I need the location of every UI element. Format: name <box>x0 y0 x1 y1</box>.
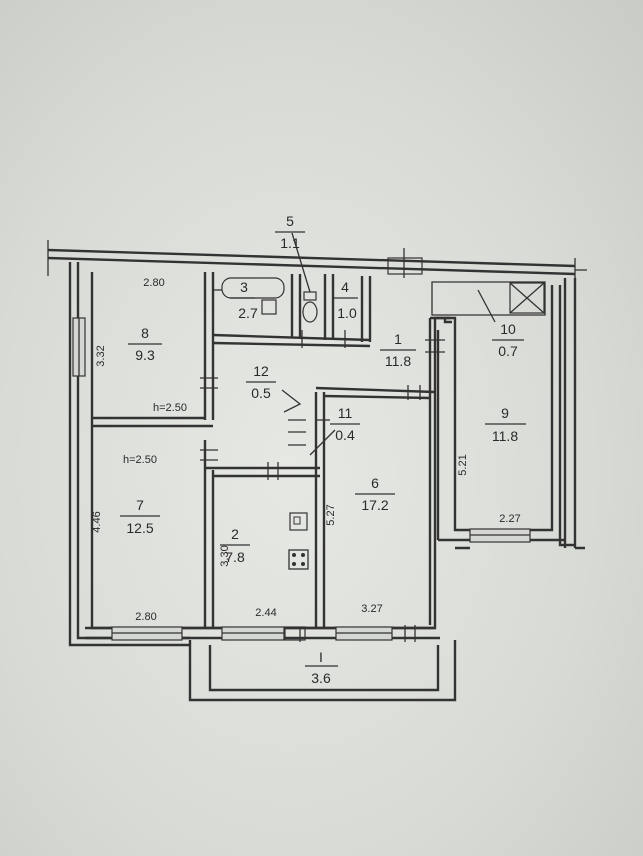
top-wall <box>47 248 576 276</box>
wall-6-top <box>315 386 436 400</box>
room-6-number: 6 <box>371 475 379 491</box>
room-4-number: 4 <box>341 279 349 295</box>
wall-2-top <box>205 466 320 478</box>
balcony-number: I <box>319 649 323 665</box>
dim-height-1: h=2.50 <box>153 402 187 414</box>
room-2-number: 2 <box>231 526 239 542</box>
room-4-area: 1.0 <box>337 305 357 321</box>
bathtub <box>221 277 285 299</box>
wall-3-4 <box>290 274 335 340</box>
room-9-area: 11.8 <box>492 428 518 444</box>
right-outer-wall <box>563 278 585 550</box>
stove <box>288 549 309 570</box>
room-7-number: 7 <box>136 497 144 513</box>
door-marks <box>200 289 445 642</box>
dim-room9-side: 5.21 <box>457 454 469 475</box>
room-11-number: 11 <box>338 405 353 421</box>
room9-west <box>428 318 440 625</box>
dim-top-left: 2.80 <box>143 277 164 289</box>
wall-2-6 <box>314 392 326 628</box>
wall-4-east <box>360 276 372 342</box>
room-10-area: 0.7 <box>498 343 518 359</box>
sink-bowl <box>293 516 301 525</box>
washbasin <box>261 299 277 315</box>
shaft-cross <box>509 282 545 314</box>
dim-room7-side: 4.46 <box>91 511 103 532</box>
dim-bottom-mid: 2.44 <box>255 607 276 619</box>
room-6-area: 17.2 <box>361 497 388 513</box>
dim-height-2: h=2.50 <box>123 454 157 466</box>
room-8-number: 8 <box>141 325 149 341</box>
room-9-number: 9 <box>501 405 509 421</box>
toilet-bowl <box>302 301 318 323</box>
pantry-shaft <box>509 282 545 314</box>
kitchen-sink <box>289 512 308 531</box>
room-3-number: 3 <box>240 279 248 295</box>
dim-room8-side: 3.32 <box>95 345 107 366</box>
room-5-number: 5 <box>286 213 294 229</box>
wall-8-7 <box>92 416 213 428</box>
pantry-10 <box>431 281 546 316</box>
room-12-number: 12 <box>253 363 269 379</box>
toilet-tank <box>303 291 317 301</box>
room9-outline <box>430 285 575 547</box>
balcony-outline <box>188 640 457 702</box>
dim-room9-bottom: 2.27 <box>499 513 520 525</box>
room-1-area: 11.8 <box>385 353 411 369</box>
dim-room6-side: 5.27 <box>325 504 337 525</box>
entrance-door <box>387 257 423 275</box>
room-2-area: 7.8 <box>225 549 245 565</box>
dim-room2-side: 3.30 <box>219 545 231 566</box>
balcony-area: 3.6 <box>311 670 331 686</box>
room-10-number: 10 <box>500 321 516 337</box>
dim-bottom-right: 3.27 <box>361 603 382 615</box>
fraction-lines <box>120 231 526 667</box>
room9-bottom <box>438 538 565 550</box>
room-11-area: 0.4 <box>335 427 355 443</box>
room-12-area: 0.5 <box>251 385 271 401</box>
dim-bottom-left: 2.80 <box>135 611 156 623</box>
room-8-area: 9.3 <box>135 347 155 363</box>
wall-8-east <box>203 272 215 420</box>
leader-lines <box>291 232 496 456</box>
stove-burners <box>292 553 305 566</box>
room-7-area: 12.5 <box>126 520 153 536</box>
room-3-area: 2.7 <box>238 305 258 321</box>
wall-7-2 <box>203 440 215 628</box>
balcony-door <box>284 626 306 641</box>
room-1-number: 1 <box>394 331 402 347</box>
room-5-area: 1.1 <box>280 235 300 251</box>
